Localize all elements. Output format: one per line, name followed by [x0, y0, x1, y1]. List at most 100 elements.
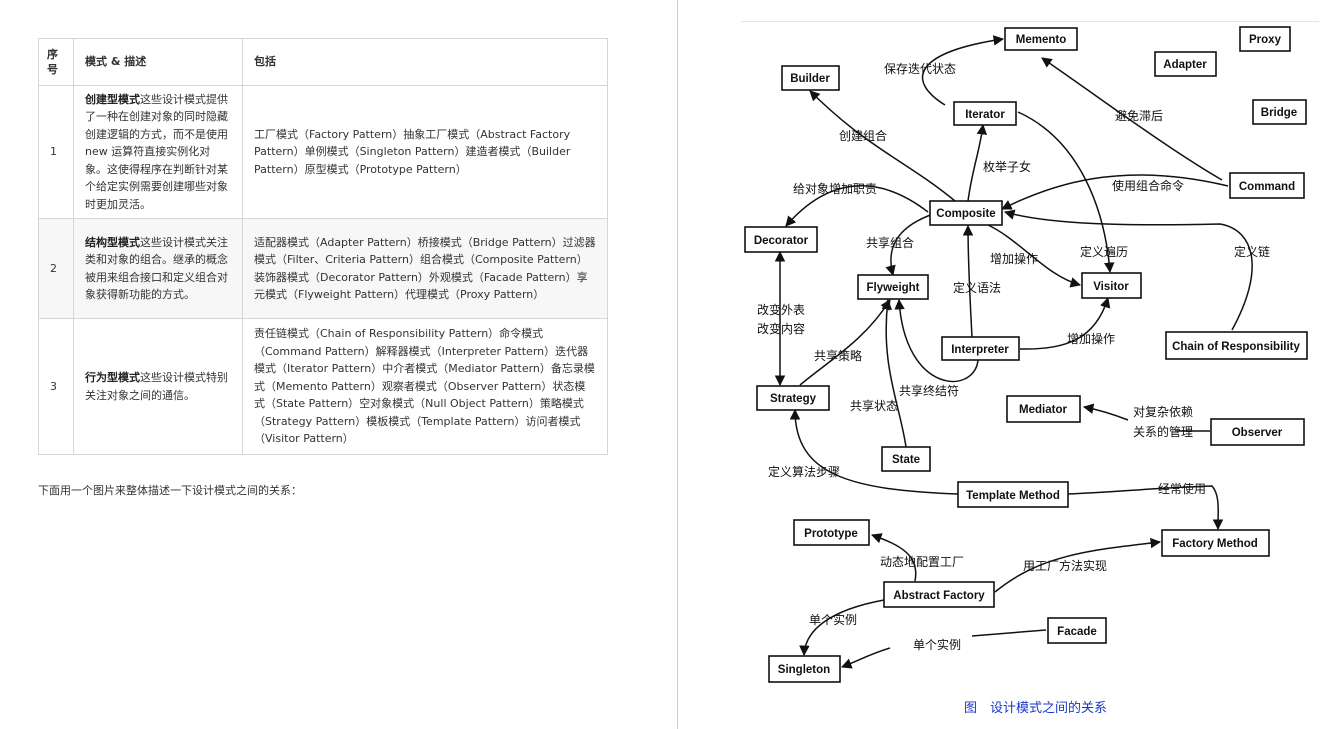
diagram-labels: 保存迭代状态 避免滞后 创建组合 枚举子女 给对象增加职责 使用组合命令 共享组… — [757, 62, 1270, 652]
edge-interpreter-composite — [962, 224, 974, 338]
label-share-terminal: 共享终结符 — [899, 383, 959, 398]
visitor-box: Visitor — [1081, 272, 1142, 299]
row-mode-name: 结构型模式 — [85, 235, 140, 249]
edge-template-factory — [1067, 485, 1224, 531]
edge-composite-visitor — [987, 224, 1082, 288]
singleton-box: Singleton — [768, 655, 841, 683]
figure-caption: 图 设计模式之间的关系 — [964, 701, 1108, 716]
label-complex-dep-2: 关系的管理 — [1133, 424, 1193, 439]
svg-text:Flyweight: Flyweight — [866, 282, 919, 294]
edge-command-composite — [1001, 174, 1229, 210]
label-share-state: 共享状态 — [850, 398, 898, 413]
edge-af-factory — [994, 537, 1162, 593]
label-share-strategy: 共享策略 — [814, 348, 862, 363]
template-method-box: Template Method — [957, 481, 1069, 508]
bridge-box: Bridge — [1252, 99, 1307, 125]
label-save-iter-state: 保存迭代状态 — [884, 62, 956, 76]
row-include: 工厂模式（Factory Pattern）抽象工厂模式（Abstract Fac… — [242, 85, 608, 219]
edge-composite-decorator — [785, 185, 929, 227]
observer-box: Observer — [1210, 418, 1305, 446]
svg-text:Proxy: Proxy — [1249, 34, 1282, 46]
top-rule — [741, 21, 1319, 22]
svg-text:Singleton: Singleton — [778, 664, 830, 676]
label-enum-children: 枚举子女 — [983, 159, 1031, 174]
command-box: Command — [1229, 172, 1305, 199]
builder-box: Builder — [781, 65, 840, 91]
label-dynamic-config-factory: 动态地配置工厂 — [880, 555, 964, 569]
svg-text:Strategy: Strategy — [770, 393, 817, 405]
svg-text:Abstract Factory: Abstract Factory — [893, 590, 985, 602]
row-mode-name: 行为型模式 — [85, 371, 140, 384]
label-complex-dep-1: 对复杂依赖 — [1133, 404, 1193, 419]
svg-text:Iterator: Iterator — [965, 109, 1005, 121]
row-mode-desc: 这些设计模式提供了一种在创建对象的同时隐藏创建逻辑的方式，而不是使用 new 运… — [85, 92, 228, 211]
svg-text:Adapter: Adapter — [1163, 59, 1207, 71]
edge-template-strategy — [789, 408, 959, 495]
chain-box: Chain of Responsibility — [1165, 331, 1308, 360]
svg-text:Memento: Memento — [1016, 34, 1066, 46]
factory-method-box: Factory Method — [1161, 529, 1270, 557]
edge-iterator-memento — [921, 35, 1005, 106]
label-add-resp: 给对象增加职责 — [793, 182, 877, 196]
label-impl-factory-method: 用工厂方法实现 — [1023, 558, 1107, 573]
svg-text:State: State — [892, 454, 920, 466]
label-define-chain: 定义链 — [1234, 244, 1270, 259]
prototype-box: Prototype — [793, 519, 870, 546]
intro-text: 下面用一个图片来整体描述一下设计模式之间的关系： — [38, 484, 302, 497]
label-add-op-2: 增加操作 — [1067, 331, 1115, 346]
abstract-factory-box: Abstract Factory — [883, 581, 995, 608]
svg-text:Composite: Composite — [936, 208, 995, 220]
table-row: 1 创建型模式这些设计模式提供了一种在创建对象的同时隐藏创建逻辑的方式，而不是使… — [38, 85, 608, 219]
header-include: 包括 — [242, 38, 608, 86]
table-row: 2 结构型模式这些设计模式关注类和对象的组合。继承的概念被用来组合接口和定义组合… — [38, 218, 608, 319]
left-page: 序号 模式 & 描述 包括 1 创建型模式这些设计模式提供了一种在创建对象的同时… — [38, 38, 608, 497]
adapter-box: Adapter — [1154, 51, 1217, 77]
edge-chain-composite — [1003, 209, 1253, 331]
svg-text:Interpreter: Interpreter — [951, 344, 1009, 356]
edge-observer-mediator — [1084, 407, 1210, 432]
state-box: State — [881, 446, 931, 472]
edge-composite-builder — [809, 90, 956, 202]
edge-af-prototype — [871, 533, 917, 582]
row-mode-desc: 这些设计模式关注类和对象的组合。继承的概念被用来组合接口和定义组合对象获得新功能… — [85, 235, 228, 302]
header-mode: 模式 & 描述 — [73, 38, 243, 86]
strategy-box: Strategy — [756, 385, 830, 411]
label-create-composite: 创建组合 — [839, 128, 887, 143]
svg-text:Bridge: Bridge — [1261, 107, 1297, 119]
label-define-algo-steps: 定义算法步骤 — [768, 464, 840, 479]
table-row: 3 行为型模式这些设计模式特别关注对象之间的通信。 责任链模式（Chain of… — [38, 318, 608, 455]
svg-text:Template Method: Template Method — [966, 490, 1060, 502]
svg-text:Decorator: Decorator — [754, 235, 809, 247]
label-often-use: 经常使用 — [1158, 481, 1206, 496]
edge-composite-flyweight — [885, 212, 937, 277]
label-change-guts: 改变内容 — [757, 321, 805, 336]
decorator-box: Decorator — [744, 226, 818, 253]
page-divider — [677, 0, 678, 729]
edge-strategy-flyweight — [799, 299, 891, 386]
label-define-traverse: 定义遍历 — [1080, 244, 1128, 259]
svg-text:Mediator: Mediator — [1019, 404, 1067, 416]
row-mode-name: 创建型模式 — [85, 92, 140, 106]
label-single-instance-1: 单个实例 — [809, 612, 857, 627]
row-include: 责任链模式（Chain of Responsibility Pattern）命令… — [242, 318, 608, 455]
proxy-box: Proxy — [1239, 26, 1291, 52]
svg-text:Prototype: Prototype — [804, 528, 858, 540]
design-pattern-table: 序号 模式 & 描述 包括 1 创建型模式这些设计模式提供了一种在创建对象的同时… — [38, 38, 608, 455]
row-mode-desc: 这些设计模式特别关注对象之间的通信。 — [85, 371, 228, 402]
svg-text:Observer: Observer — [1232, 427, 1283, 439]
interpreter-box: Interpreter — [941, 336, 1020, 361]
svg-text:Builder: Builder — [790, 73, 830, 85]
label-add-op-1: 增加操作 — [990, 251, 1038, 266]
edge-composite-iterator — [967, 123, 988, 202]
edge-af-singleton — [799, 599, 885, 657]
edge-interpreter-flyweight — [894, 298, 979, 383]
label-define-grammar: 定义语法 — [953, 280, 1001, 295]
svg-text:Command: Command — [1239, 181, 1295, 193]
memento-box: Memento — [1004, 27, 1078, 51]
composite-box: Composite — [929, 200, 1003, 226]
row-desc: 创建型模式这些设计模式提供了一种在创建对象的同时隐藏创建逻辑的方式，而不是使用 … — [73, 85, 243, 219]
row-desc: 结构型模式这些设计模式关注类和对象的组合。继承的概念被用来组合接口和定义组合对象… — [73, 218, 243, 319]
flyweight-box: Flyweight — [857, 274, 929, 300]
edge-command-memento — [1041, 57, 1223, 181]
